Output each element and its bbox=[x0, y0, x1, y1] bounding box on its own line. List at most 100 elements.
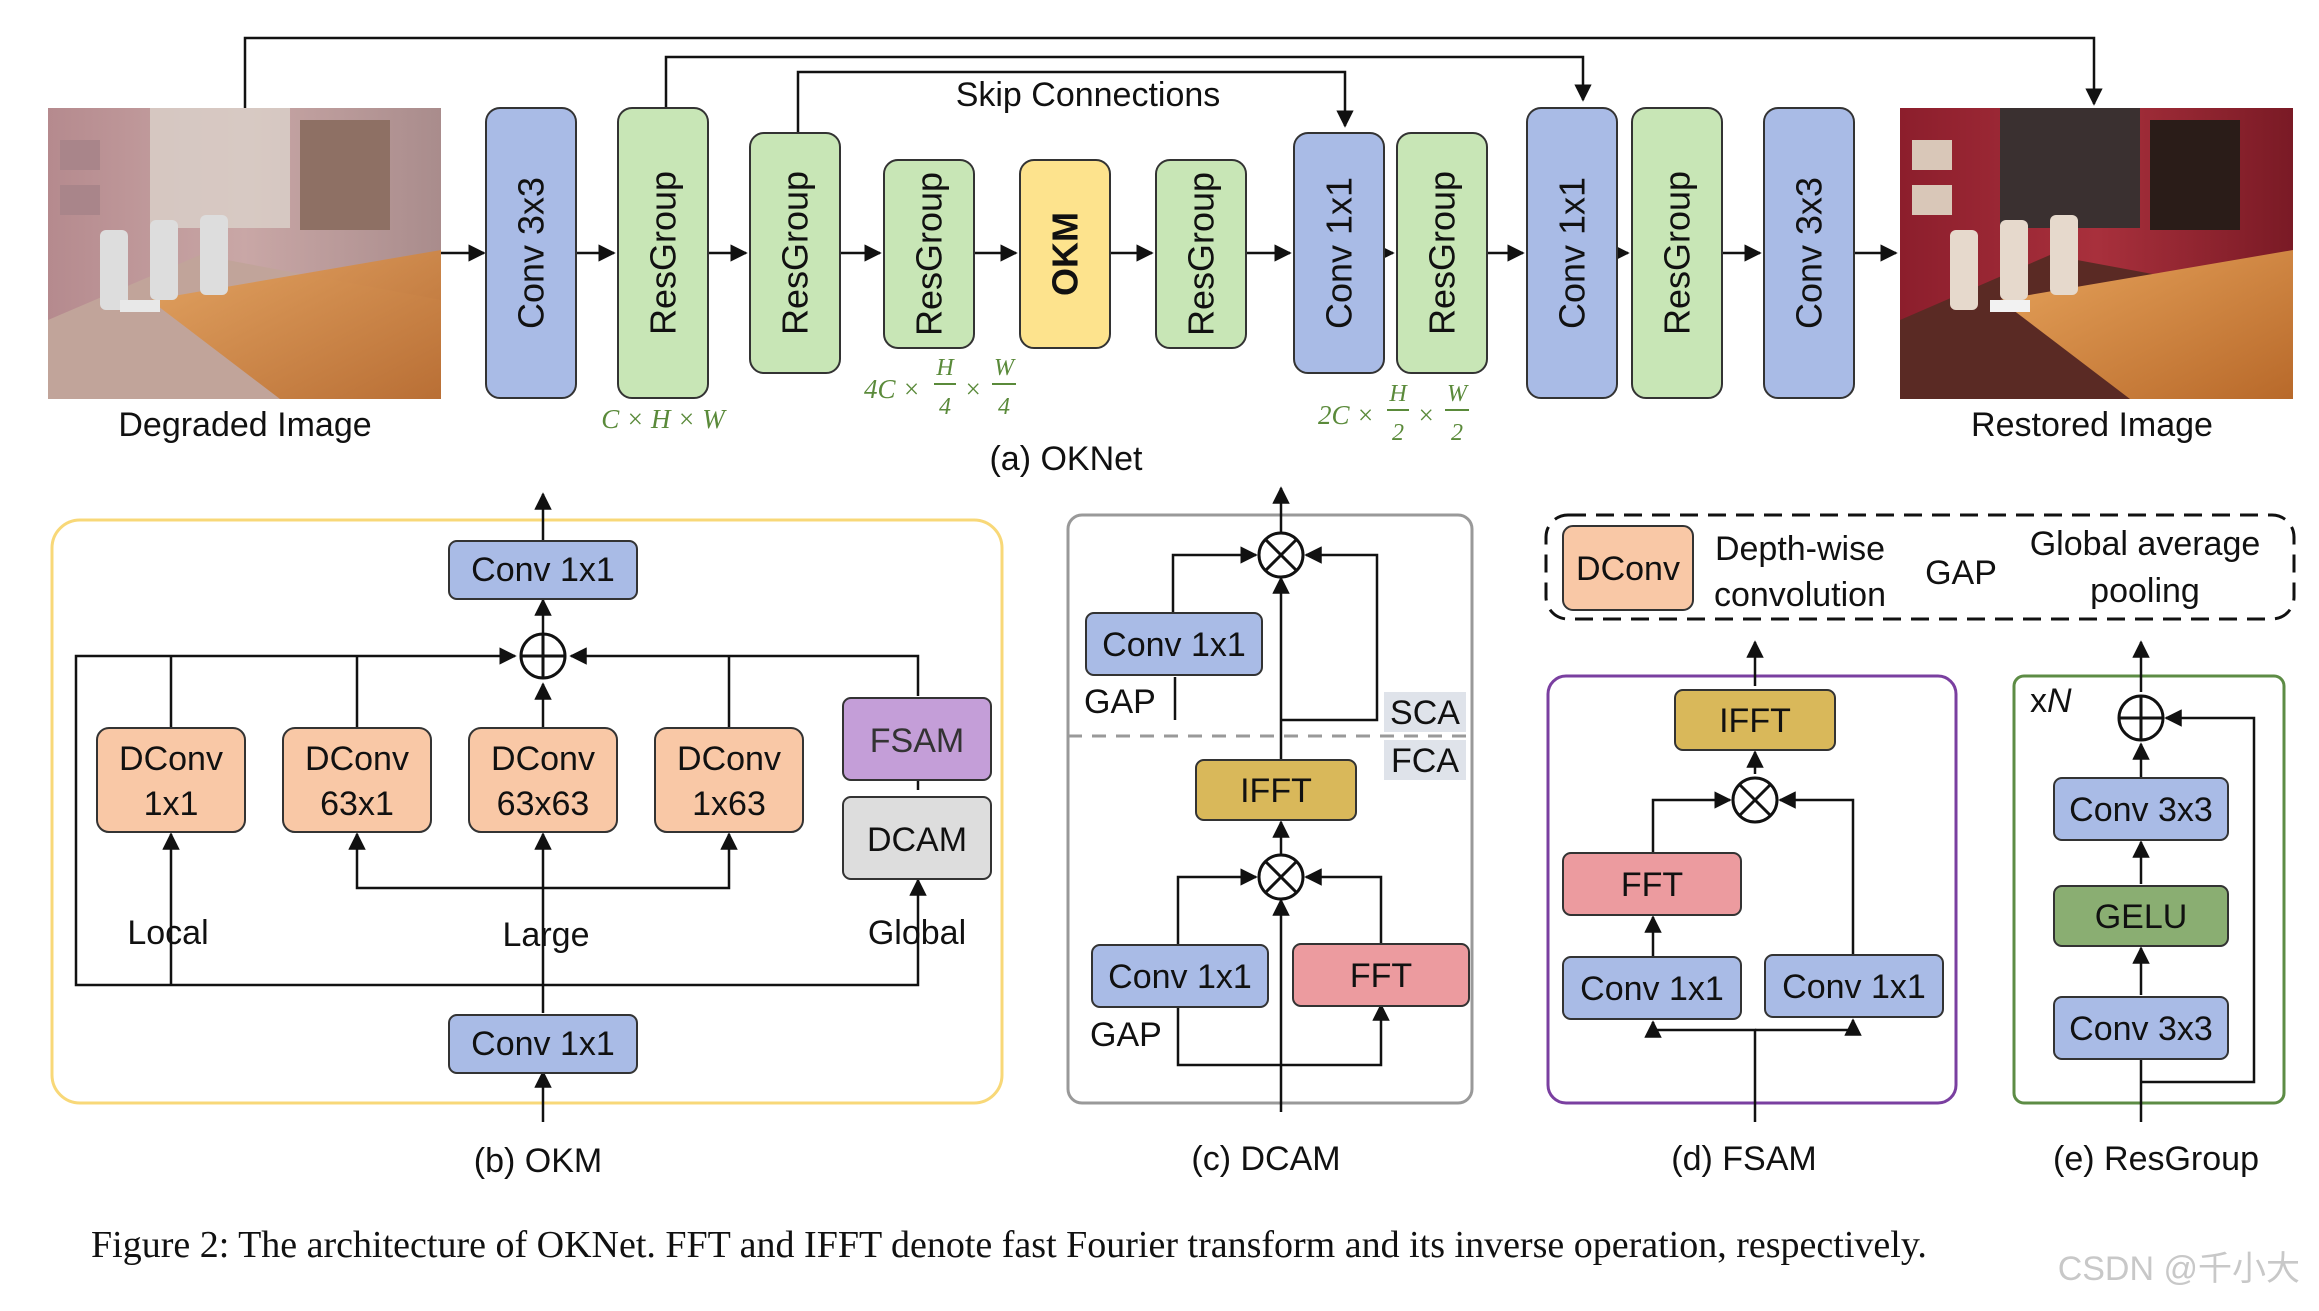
okm-dconv-4-title: DConv bbox=[677, 740, 781, 778]
resgroup-repeat-n: N bbox=[2047, 682, 2072, 720]
okm-dcam bbox=[842, 796, 992, 880]
dim-4c-prefix: 4C × bbox=[864, 374, 920, 404]
fsam-conv-left-label: Conv 1x1 bbox=[1580, 970, 1724, 1008]
okm-dconv-2-title: DConv bbox=[305, 740, 409, 778]
legend-dconv-swatch bbox=[1562, 525, 1694, 611]
dim-4c-h: H bbox=[935, 355, 955, 381]
resgroup-panel: xN Conv 3x3 GELU Conv 3x3 bbox=[2012, 640, 2286, 1122]
dcam-fca-badge bbox=[1384, 740, 1466, 780]
oknet-skip-lines bbox=[243, 36, 2103, 133]
oknet-block-9-label: Conv 1x1 bbox=[1552, 177, 1593, 329]
oknet-block-8 bbox=[1396, 132, 1488, 374]
okm-dcam-label: DCAM bbox=[867, 821, 967, 859]
dim-4c-w: W bbox=[994, 355, 1016, 381]
dim-2c-times: × bbox=[1417, 400, 1435, 430]
dcam-caption: (c) DCAM bbox=[1191, 1140, 1340, 1178]
fsam-conv-left bbox=[1562, 956, 1742, 1020]
oknet-block-4 bbox=[883, 159, 975, 349]
resgroup-conv-top bbox=[2053, 777, 2229, 841]
dcam-conv-bottom bbox=[1091, 944, 1269, 1008]
skip-connections-label: Skip Connections bbox=[956, 76, 1221, 114]
resgroup-conv-bottom bbox=[2053, 996, 2229, 1060]
okm-conv-top-label: Conv 1x1 bbox=[471, 551, 615, 589]
oknet-block-8-label: ResGroup bbox=[1422, 171, 1463, 335]
dim-2c-h: H bbox=[1388, 381, 1408, 407]
dcam-conv-top-label: Conv 1x1 bbox=[1102, 626, 1246, 664]
watermark: CSDN @千小大 bbox=[2058, 1250, 2300, 1288]
dcam-fca-label: FCA bbox=[1391, 742, 1459, 780]
legend-dconv-desc-1: Depth-wise bbox=[1715, 530, 1885, 568]
resgroup-conv-bottom-label: Conv 3x3 bbox=[2069, 1010, 2213, 1048]
dim-4c-h-den: 4 bbox=[939, 394, 951, 420]
restored-image-label: Restored Image bbox=[1971, 406, 2213, 444]
okm-dconv-3 bbox=[468, 727, 618, 833]
dimension-labels: C × H × W 4C × H 4 × W 4 2C × H 2 × W 2 bbox=[601, 355, 1469, 446]
degraded-image-label: Degraded Image bbox=[118, 406, 371, 444]
legend: DConv Depth-wise convolution GAP Global … bbox=[1544, 513, 2296, 621]
dcam-ifft bbox=[1195, 759, 1357, 821]
fsam-ifft-label: IFFT bbox=[1719, 702, 1791, 740]
oknet-block-2-label: ResGroup bbox=[643, 171, 684, 335]
okm-caption: (b) OKM bbox=[474, 1142, 602, 1180]
okm-dconv-2-kernel: 63x1 bbox=[320, 785, 394, 823]
figure-caption: Figure 2: The architecture of OKNet. FFT… bbox=[91, 1224, 1927, 1266]
fsam-fft bbox=[1562, 852, 1742, 916]
okm-conv-bottom bbox=[448, 1014, 638, 1074]
oknet-block-2 bbox=[617, 107, 709, 399]
okm-global-label: Global bbox=[868, 914, 966, 952]
resgroup-gelu-label: GELU bbox=[2095, 898, 2188, 936]
dim-2c-w-den: 2 bbox=[1451, 420, 1463, 446]
oknet-block-1-label: Conv 3x3 bbox=[511, 177, 552, 329]
dcam-gap-top: GAP bbox=[1084, 683, 1156, 721]
restored-image bbox=[1900, 108, 2293, 399]
okm-conv-bottom-label: Conv 1x1 bbox=[471, 1025, 615, 1063]
okm-conv-top bbox=[448, 540, 638, 600]
oknet-block-11-label: Conv 3x3 bbox=[1789, 177, 1830, 329]
dcam-conv-bottom-label: Conv 1x1 bbox=[1108, 958, 1252, 996]
legend-gap-label: GAP bbox=[1925, 554, 1997, 592]
dim-2c-h-den: 2 bbox=[1392, 420, 1404, 446]
okm-fsam bbox=[842, 697, 992, 781]
oknet-block-9 bbox=[1526, 107, 1618, 399]
oknet-block-1 bbox=[485, 107, 577, 399]
oknet-block-3 bbox=[749, 132, 841, 374]
oknet-block-10-label: ResGroup bbox=[1657, 171, 1698, 335]
okm-dconv-4-kernel: 1x63 bbox=[692, 785, 766, 823]
oknet-caption: (a) OKNet bbox=[989, 440, 1143, 478]
dim-4c-times: × bbox=[964, 374, 982, 404]
oknet-block-4-label: ResGroup bbox=[909, 172, 950, 336]
fsam-fft-label: FFT bbox=[1621, 866, 1683, 904]
dcam-conv-top bbox=[1085, 612, 1263, 676]
oknet-block-7 bbox=[1293, 132, 1385, 374]
okm-dconv-1-title: DConv bbox=[119, 740, 223, 778]
okm-dconv-3-kernel: 63x63 bbox=[497, 785, 590, 823]
oknet-block-6 bbox=[1155, 159, 1247, 349]
resgroup-caption: (e) ResGroup bbox=[2053, 1140, 2259, 1178]
dcam-ifft-label: IFFT bbox=[1240, 772, 1312, 810]
fsam-conv-right-label: Conv 1x1 bbox=[1782, 968, 1926, 1006]
okm-local-label: Local bbox=[127, 914, 208, 952]
oknet-block-3-label: ResGroup bbox=[775, 171, 816, 335]
dcam-sca-label: SCA bbox=[1390, 694, 1460, 732]
dcam-gap-bottom: GAP bbox=[1090, 1016, 1162, 1054]
oknet-block-10 bbox=[1631, 107, 1723, 399]
resgroup-gelu bbox=[2053, 885, 2229, 947]
okm-dconv-3-title: DConv bbox=[491, 740, 595, 778]
okm-large-label: Large bbox=[503, 916, 590, 954]
oknet-block-5 bbox=[1019, 159, 1111, 349]
resgroup-repeat-x: x bbox=[2030, 682, 2047, 720]
fsam-ifft bbox=[1674, 689, 1836, 751]
dim-4c-w-den: 4 bbox=[998, 394, 1010, 420]
resgroup-conv-top-label: Conv 3x3 bbox=[2069, 791, 2213, 829]
okm-dconv-1-kernel: 1x1 bbox=[144, 785, 199, 823]
legend-dconv-label: DConv bbox=[1576, 550, 1680, 588]
oknet-block-6-label: ResGroup bbox=[1181, 172, 1222, 336]
dim-2c-prefix: 2C × bbox=[1318, 400, 1374, 430]
oknet-block-11 bbox=[1763, 107, 1855, 399]
dcam-fft-label: FFT bbox=[1350, 957, 1412, 995]
okm-panel: Conv 1x1 Conv 1x1 DConv 1x1 DConv 63x1 DConv… bbox=[50, 492, 1004, 1122]
fsam-panel: IFFT FFT Conv 1x1 Conv 1x1 bbox=[1546, 640, 1958, 1122]
okm-dconv-1 bbox=[96, 727, 246, 833]
